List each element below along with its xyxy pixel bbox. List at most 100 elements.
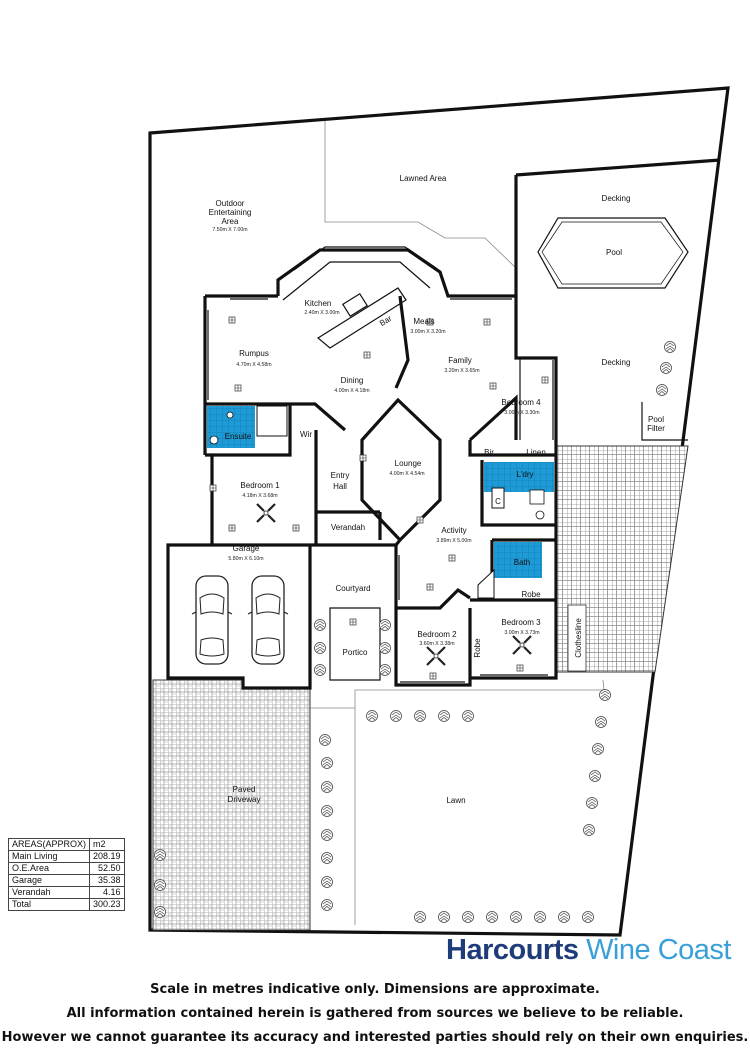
room-linen: Linen [526, 448, 546, 457]
room-robe2: Robe [521, 590, 541, 599]
laundry-tub [529, 489, 545, 505]
light-icon [448, 554, 456, 562]
room-activity-dims: 3.89m X 5.00m [436, 538, 471, 544]
area-label: Main Living [7, 850, 91, 863]
room-kitchen: Kitchen [305, 299, 332, 308]
room-verandah: Verandah [331, 523, 365, 532]
area-label: Verandah [7, 886, 91, 899]
room-family: Family [448, 356, 472, 365]
pool-filter-wall [641, 402, 688, 441]
table-row: Verandah 4.16 [7, 886, 125, 899]
courtyard-walls [309, 545, 397, 688]
area-value: 208.19 [89, 850, 125, 863]
lawn-border [310, 679, 605, 925]
room-kitchen-dims: 2.40m X 3.00m [304, 310, 339, 316]
disclaimer-line-2: All information contained herein is gath… [66, 1006, 684, 1021]
room-decking-top: Decking [602, 194, 631, 203]
table-row: Garage 35.38 [7, 874, 125, 887]
room-entry-hall-l2: Hall [333, 482, 347, 491]
area-label: Garage [7, 874, 91, 887]
room-activity: Activity [441, 526, 466, 535]
room-garage-dims: 5.80m X 6.10m [228, 556, 263, 562]
site-boundary [148, 86, 730, 937]
light-icon [234, 384, 242, 392]
light-icon [416, 516, 424, 524]
area-value: 52.50 [89, 862, 125, 875]
room-rumpus: Rumpus [239, 349, 269, 358]
areas-header-unit: m2 [89, 838, 125, 851]
room-bedroom4-dims: 3.00m X 3.30m [504, 410, 539, 416]
room-garage: Garage [233, 544, 260, 553]
windows [204, 295, 554, 686]
bath-tub [477, 568, 495, 599]
room-bedroom2: Bedroom 2 [417, 630, 457, 639]
room-portico: Portico [343, 648, 368, 657]
room-pool: Pool [606, 248, 622, 257]
light-icon [483, 318, 491, 326]
room-outdoor-dims: 7.50m X 7.00m [212, 227, 247, 233]
light-icon [228, 524, 236, 532]
area-label: Total [7, 898, 91, 911]
area-value: 300.23 [89, 898, 125, 911]
areas-table-header: AREAS(APPROX) m2 [7, 838, 125, 851]
light-icon [359, 454, 367, 462]
room-paved-driveway-l1: Paved [233, 785, 256, 794]
car-left [191, 575, 233, 665]
interior-walls [205, 394, 556, 610]
ensuite-toilet [209, 435, 219, 445]
room-decking-side: Decking [602, 358, 631, 367]
room-bedroom2-dims: 3.60m X 3.38m [419, 641, 454, 647]
light-icon [209, 484, 217, 492]
decking-edge [514, 158, 721, 355]
light-icon [292, 524, 300, 532]
light-icon [429, 672, 437, 680]
light-icon [228, 316, 236, 324]
room-bedroom1: Bedroom 1 [240, 481, 280, 490]
table-row: Total 300.23 [7, 898, 125, 911]
wc-toilet [535, 510, 545, 520]
room-wir: Wir [300, 430, 312, 439]
room-pool-filter-l1: Pool [648, 415, 664, 424]
brand-logo: Harcourts Wine Coast [446, 934, 731, 967]
clothesline-frame [567, 604, 587, 672]
room-robe1: Robe [473, 638, 482, 658]
room-laundry: L'dry [516, 470, 533, 479]
room-clothesline: Clothesline [574, 618, 583, 658]
area-value: 4.16 [89, 886, 125, 899]
room-bedroom3-dims: 3.00m X 3.73m [504, 630, 539, 636]
room-outdoor-line2: Entertaining [209, 208, 252, 217]
fan-icon [255, 502, 277, 524]
linen-cupboard-c [491, 487, 505, 509]
room-bedroom3: Bedroom 3 [501, 618, 541, 627]
light-icon [363, 351, 371, 359]
room-outdoor-line1: Outdoor [216, 199, 245, 208]
brand-office: Wine Coast [586, 934, 731, 966]
disclaimer-line-3: However we cannot guarantee its accuracy… [1, 1030, 749, 1045]
bath-floor [494, 542, 542, 578]
room-pool-filter-l2: Filter [647, 424, 665, 433]
room-bir: Bir [484, 448, 494, 457]
areas-header-label: AREAS(APPROX) [7, 838, 91, 851]
room-paved-driveway-l2: Driveway [228, 795, 261, 804]
dining-partition [394, 295, 410, 389]
bar-counter [316, 287, 407, 349]
area-value: 35.38 [89, 874, 125, 887]
areas-table: AREAS(APPROX) m2 Main Living 208.19 O.E.… [7, 838, 125, 911]
room-bath: Bath [514, 558, 530, 567]
lawned-area-edge [324, 121, 517, 269]
room-ensuite: Ensuite [225, 432, 252, 441]
room-entry-hall-l1: Entry [331, 471, 350, 480]
light-icon [489, 382, 497, 390]
room-meals-dims: 3.00m X 3.20m [410, 329, 445, 335]
area-label: O.E.Area [7, 862, 91, 875]
light-icon [426, 583, 434, 591]
room-dining-dims: 4.00m X 4.18m [334, 388, 369, 394]
fan-icon [425, 645, 447, 667]
kitchen-bench [282, 261, 431, 301]
light-icon [349, 618, 357, 626]
light-icon [541, 376, 549, 384]
room-c: C [495, 497, 501, 506]
table-row: Main Living 208.19 [7, 850, 125, 863]
fan-icon [511, 634, 533, 656]
ensuite-basin [226, 411, 234, 419]
